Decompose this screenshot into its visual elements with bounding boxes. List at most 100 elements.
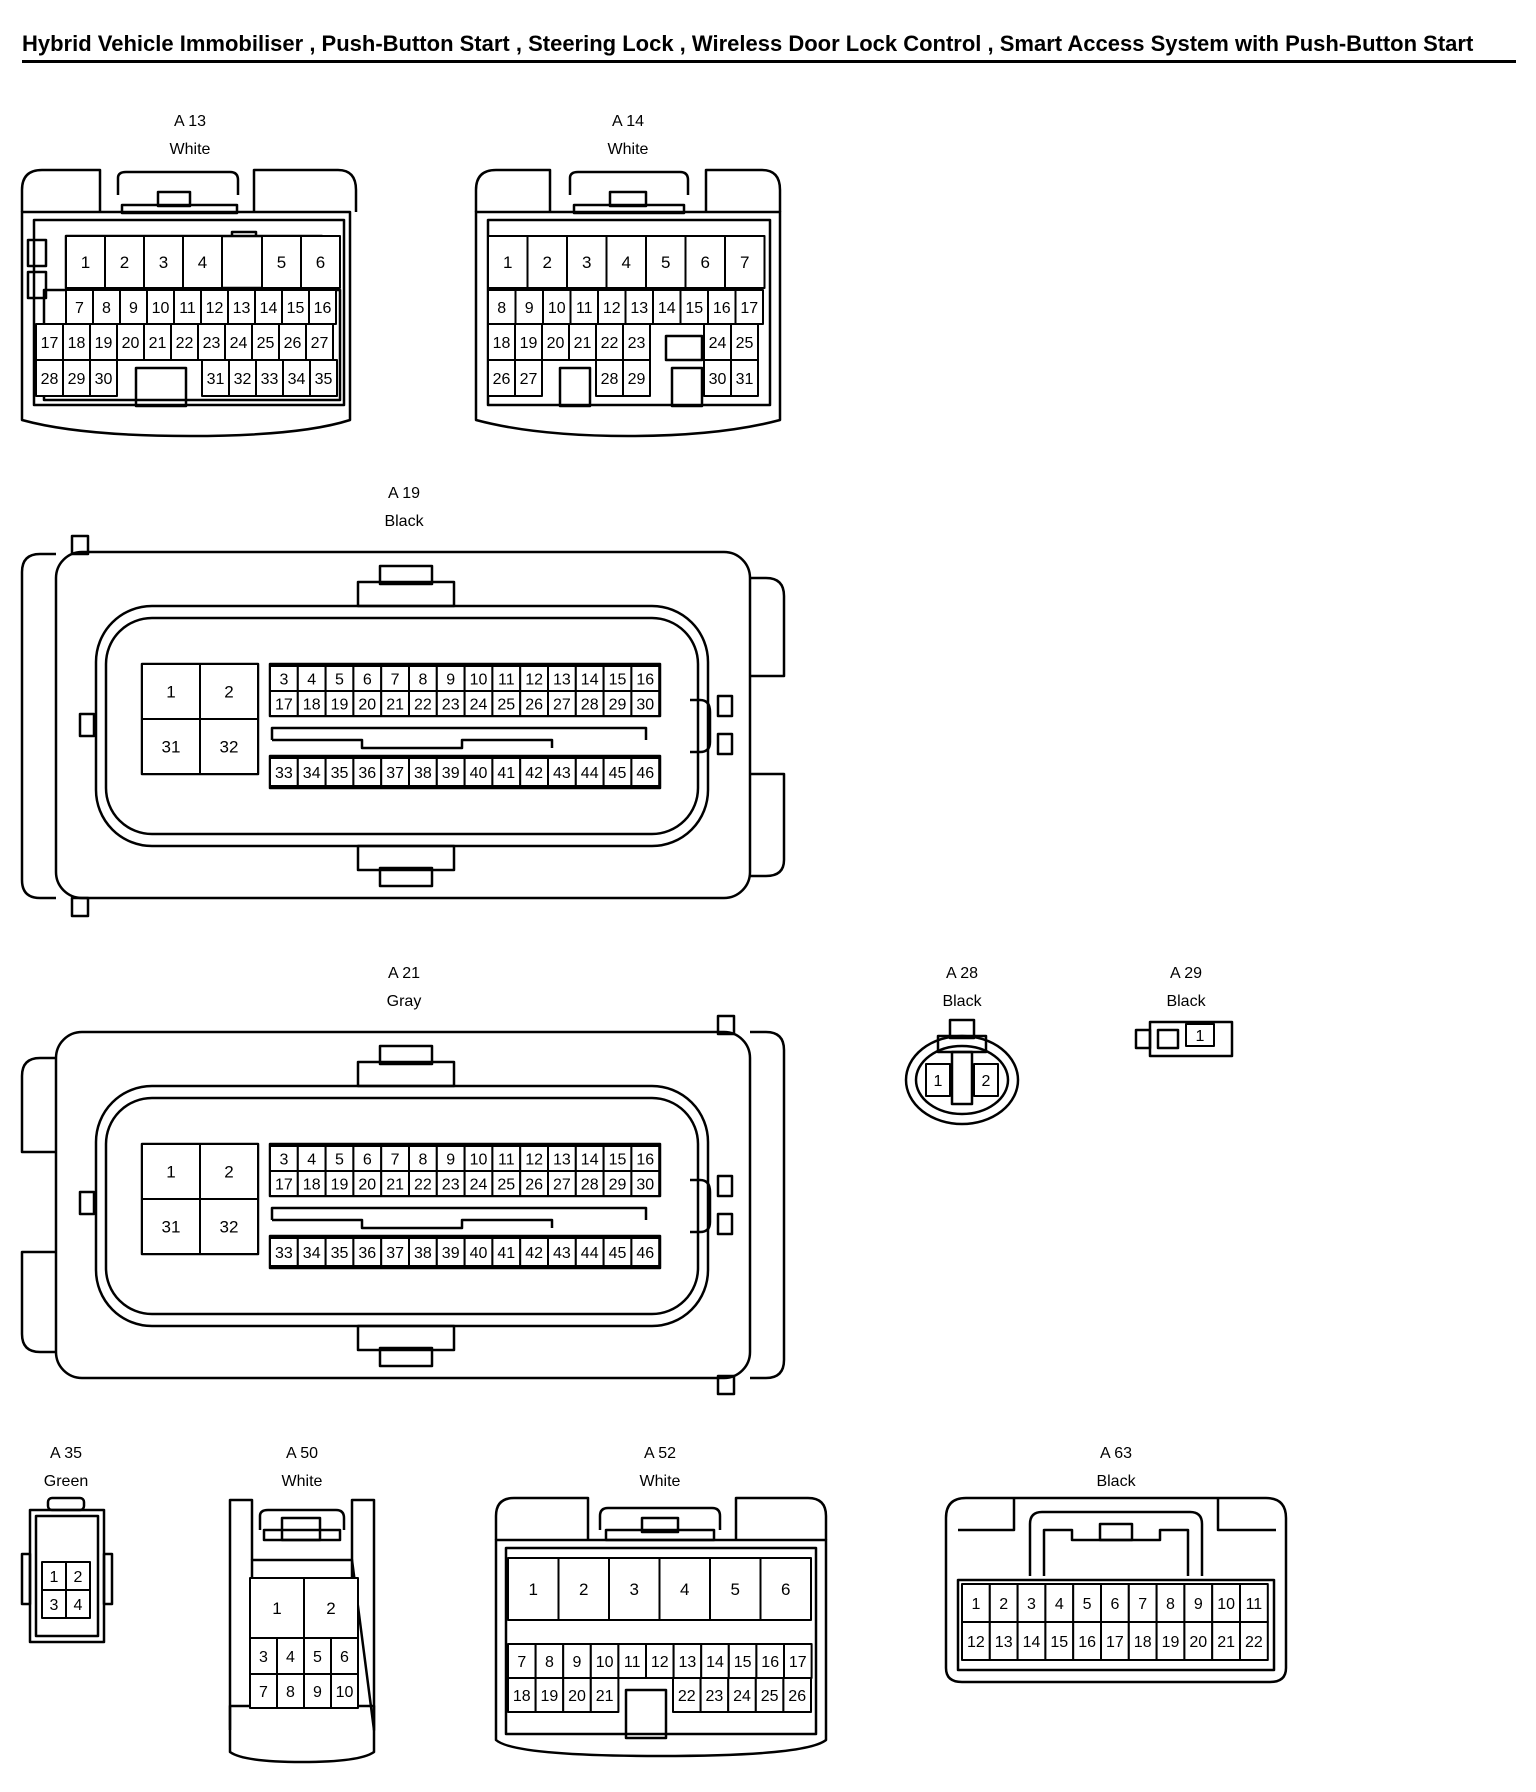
- pin-number: 18: [1134, 1634, 1152, 1651]
- pin-cell: [62, 323, 91, 361]
- pin-cell: [672, 1677, 702, 1713]
- pin-number: 1: [1196, 1028, 1205, 1045]
- connector-color: White: [608, 141, 649, 158]
- pin-number: 4: [286, 1649, 295, 1666]
- connector-color: White: [640, 1473, 681, 1490]
- pin-number: 20: [358, 697, 376, 714]
- pin-cell: [630, 1237, 661, 1267]
- pin-cell: [296, 1237, 327, 1267]
- pin-number: 5: [1083, 1596, 1092, 1613]
- pin-cell: [1127, 1583, 1158, 1623]
- pin-cell: [199, 1143, 259, 1200]
- pin-number: 39: [442, 1245, 460, 1262]
- pin-number: 26: [525, 1177, 543, 1194]
- pin-number: 4: [307, 672, 316, 689]
- pin-number: 19: [95, 335, 113, 352]
- pin-number: 35: [331, 1245, 349, 1262]
- pin-cell: [330, 1673, 359, 1709]
- connector-color: White: [282, 1473, 323, 1490]
- pin-number: 9: [313, 1684, 322, 1701]
- pin-number: 28: [581, 1177, 599, 1194]
- connector-color: White: [170, 141, 211, 158]
- pin-number: 20: [547, 335, 565, 352]
- title-underline: [22, 60, 1516, 63]
- pin-cell: [487, 235, 529, 289]
- pin-cell: [589, 1643, 620, 1679]
- connector-id: A 19: [388, 485, 420, 502]
- pin-number: 46: [636, 1245, 654, 1262]
- pin-cell: [1155, 1583, 1186, 1623]
- pin-number: 13: [553, 672, 571, 689]
- pin-number: 8: [286, 1684, 295, 1701]
- pin-number: 30: [636, 1177, 654, 1194]
- pin-cell: [303, 1637, 332, 1675]
- pin-number: 10: [596, 1654, 614, 1671]
- pin-number: 1: [272, 1599, 281, 1618]
- pin-number: 28: [601, 371, 619, 388]
- pin-cell: [92, 289, 121, 325]
- pin-number: 27: [553, 697, 571, 714]
- pin-cell: [249, 1637, 278, 1675]
- pin-number: 19: [520, 335, 538, 352]
- pin-cell: [699, 1677, 730, 1713]
- pin-number: 8: [497, 300, 506, 317]
- pin-number: 26: [493, 371, 511, 388]
- pin-number: 46: [636, 765, 654, 782]
- pin-number: 14: [658, 300, 676, 317]
- pin-number: 10: [1217, 1596, 1235, 1613]
- pin-cell: [1211, 1621, 1241, 1661]
- pin-number: 35: [331, 765, 349, 782]
- pin-cell: [727, 1677, 757, 1713]
- pin-number: 22: [176, 335, 194, 352]
- pin-number: 40: [470, 1245, 488, 1262]
- pin-number: 19: [1162, 1634, 1180, 1651]
- connector-a28: A 28 Black: [904, 965, 1020, 1126]
- pin-number: 23: [706, 1688, 724, 1705]
- pin-number: 6: [701, 253, 710, 272]
- pin-number: 30: [709, 371, 727, 388]
- pin-number: 9: [446, 672, 455, 689]
- pin-number: 18: [68, 335, 86, 352]
- pin-number: 5: [313, 1649, 322, 1666]
- pin-cell: [282, 359, 311, 397]
- pin-cell: [89, 359, 118, 397]
- pin-cell: [435, 1237, 466, 1267]
- pin-number: 7: [391, 1152, 400, 1169]
- pin-number: 9: [446, 1152, 455, 1169]
- pin-number: 22: [678, 1688, 696, 1705]
- pin-cell: [519, 1170, 550, 1197]
- pin-cell: [608, 1557, 661, 1621]
- pin-cell: [755, 1643, 786, 1679]
- pin-cell: [463, 665, 494, 692]
- pin-number: 17: [740, 300, 758, 317]
- pin-cell: [602, 1170, 633, 1197]
- pin-cell: [542, 289, 572, 325]
- pin-cell: [199, 1198, 259, 1255]
- pin-number: 34: [303, 765, 321, 782]
- pin-number: 12: [525, 1152, 543, 1169]
- pin-number: 22: [601, 335, 619, 352]
- pin-number: 22: [1245, 1634, 1263, 1651]
- pin-number: 31: [207, 371, 225, 388]
- pin-number: 9: [1194, 1596, 1203, 1613]
- pin-cell: [605, 235, 647, 289]
- pin-number: 10: [152, 300, 170, 317]
- pin-number: 13: [630, 300, 648, 317]
- pin-cell: [173, 289, 202, 325]
- pin-number: 12: [603, 300, 621, 317]
- pin-number: 45: [609, 1245, 627, 1262]
- pin-cell: [1239, 1621, 1269, 1661]
- pin-cell: [324, 690, 355, 717]
- pin-number: 27: [553, 1177, 571, 1194]
- pin-number: 4: [622, 253, 631, 272]
- connector-id: A 63: [1100, 1445, 1132, 1462]
- pin-cell: [574, 690, 605, 717]
- pin-cell: [724, 235, 766, 289]
- pin-cell: [491, 1237, 522, 1267]
- pin-number: 31: [736, 371, 754, 388]
- pin-number: 18: [303, 697, 321, 714]
- pin-number: 28: [581, 697, 599, 714]
- pin-number: 11: [576, 300, 593, 317]
- pin-number: 3: [279, 672, 288, 689]
- pin-cell: [514, 359, 543, 397]
